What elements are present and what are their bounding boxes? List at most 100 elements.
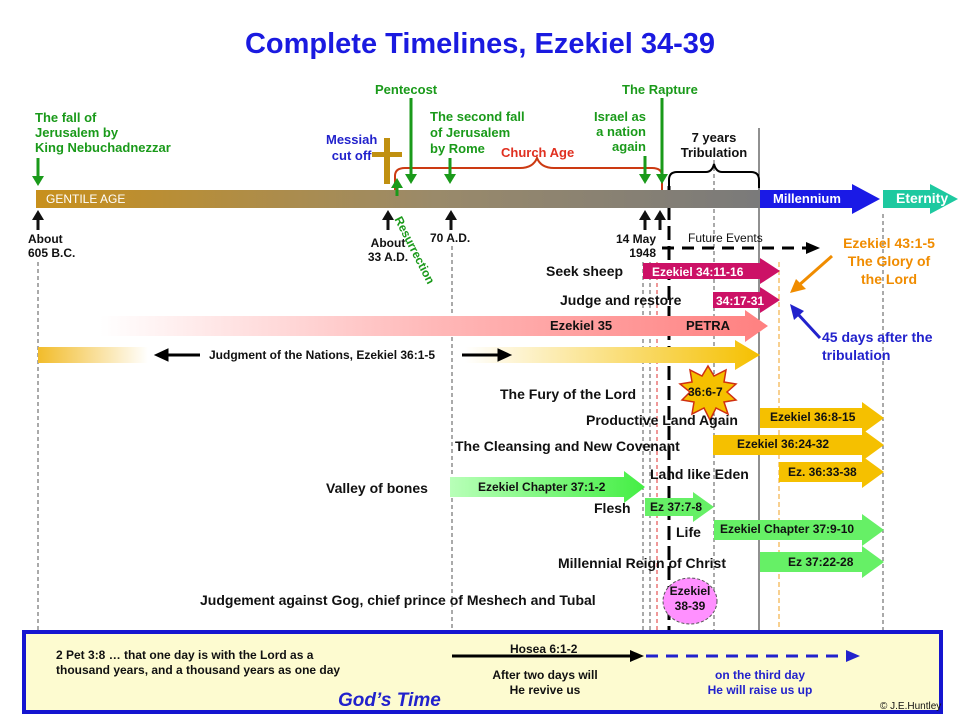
israel-nation-line-3: again <box>612 139 646 154</box>
reign-label: Millennial Reign of Christ <box>558 555 727 571</box>
israel-nation-line-2: a nation <box>596 124 646 139</box>
reign-ref: Ez 37:22-28 <box>788 555 854 569</box>
cleansing-ref: Ezekiel 36:24-32 <box>737 437 830 451</box>
life-ref: Ezekiel Chapter 37:9-10 <box>720 522 855 536</box>
ezekiel-43-label: Ezekiel 43:1-5 The Glory of the Lord <box>826 234 952 288</box>
second-fall-line-1: The second fall <box>430 109 525 124</box>
hosea-label: Hosea 6:1-2 <box>510 642 578 656</box>
fall-jerusalem-label: The fall of Jerusalem by King Nebuchadne… <box>35 110 171 155</box>
about-33-line-1: About <box>370 236 406 250</box>
green-arrows <box>32 98 668 196</box>
glory-pointer <box>790 254 833 293</box>
church-age-brace <box>394 155 663 190</box>
judge-restore-arrow <box>713 287 780 313</box>
flesh-ref: Ez 37:7-8 <box>650 500 703 514</box>
second-fall-line-2: of Jerusalem <box>430 125 511 140</box>
two-days-line-2: He revive us <box>509 683 581 697</box>
eden-arrow <box>779 456 884 488</box>
bones-arrow <box>450 471 645 503</box>
fury-starburst <box>678 364 738 422</box>
eternity-arrow <box>883 184 958 214</box>
productive-ref: Ezekiel 36:8-15 <box>770 410 856 424</box>
life-label: Life <box>676 524 701 540</box>
days-45-line-1: 45 days after the <box>822 329 933 345</box>
ezekiel-43-line-3: the Lord <box>861 271 917 287</box>
messiah-line-1: Messiah <box>326 132 378 147</box>
about-33-label: About 33 A.D. <box>366 236 410 264</box>
about-33-line-2: 33 A.D. <box>367 250 409 264</box>
gog-ref-line-1: Ezekiel <box>669 584 711 598</box>
israel-nation-line-1: Israel as <box>593 109 646 124</box>
millennium-arrow <box>760 184 880 214</box>
nations-bar-left <box>38 347 148 363</box>
ezekiel-35-arrow <box>100 310 768 342</box>
tribulation-label: 7 years Tribulation <box>676 130 752 160</box>
guide-lines <box>37 160 884 632</box>
seek-sheep-label: Seek sheep <box>546 263 624 279</box>
ad70-label: 70 A.D. <box>430 231 471 245</box>
days-45-label: 45 days after the tribulation <box>822 328 933 364</box>
cleansing-arrow <box>713 429 884 461</box>
gog-circle <box>662 577 718 625</box>
days-45-pointer <box>790 304 822 340</box>
may1948-line-2: 1948 <box>629 246 656 260</box>
fall-jerusalem-line-3: King Nebuchadnezzar <box>35 140 171 155</box>
may1948-label: 14 May 1948 <box>608 232 656 260</box>
cross-icon <box>372 138 402 184</box>
judge-restore-label: Judge and restore <box>560 292 682 308</box>
nations-double-arrow <box>153 348 513 362</box>
pet-verse-line-2: thousand years, and a thousand years as … <box>56 663 341 677</box>
gentile-age-label: GENTILE AGE <box>46 192 126 206</box>
flesh-arrow <box>645 492 714 522</box>
reign-arrow <box>760 546 884 578</box>
church-age-label: Church Age <box>501 145 575 160</box>
fury-label: The Fury of the Lord <box>500 386 637 402</box>
tribulation-line-2: Tribulation <box>680 145 748 160</box>
gentile-age-bar <box>36 190 760 208</box>
israel-nation-label: Israel as a nation again <box>588 109 646 154</box>
pet-verse: 2 Pet 3:8 … that one day is with the Lor… <box>56 648 340 678</box>
cleansing-label: The Cleansing and New Covenant <box>455 438 680 454</box>
fall-jerusalem-line-2: Jerusalem by <box>35 125 119 140</box>
eden-label: Land like Eden <box>650 466 749 482</box>
may1948-line-1: 14 May <box>615 232 656 246</box>
eden-ref: Ez. 36:33-38 <box>788 465 857 479</box>
seek-sheep-arrow <box>643 258 780 284</box>
flesh-label: Flesh <box>594 500 631 516</box>
productive-arrow <box>760 402 884 434</box>
fury-ref: 36:6-7 <box>688 385 723 399</box>
nations-arrow-right <box>465 340 760 370</box>
future-events-label: Future Events <box>688 231 763 245</box>
two-days-label: After two days will He revive us <box>480 668 610 698</box>
ezekiel-43-line-2: The Glory of <box>847 253 931 269</box>
third-day-label: on the third day He will raise us up <box>690 668 830 698</box>
third-day-line-1: on the third day <box>715 668 805 682</box>
third-day-line-2: He will raise us up <box>707 683 813 697</box>
page-title: Complete Timelines, Ezekiel 34-39 <box>244 28 716 60</box>
fall-jerusalem-line-1: The fall of <box>35 110 97 125</box>
copyright-label: © J.E.Huntley <box>880 701 942 712</box>
pet-verse-line-1: 2 Pet 3:8 … that one day is with the Lor… <box>56 648 314 662</box>
second-fall-line-3: by Rome <box>430 141 485 156</box>
bones-ref: Ezekiel Chapter 37:1-2 <box>478 480 606 494</box>
about-605-label: About 605 B.C. <box>28 232 75 260</box>
gog-label: Judgement against Gog, chief prince of M… <box>200 592 596 608</box>
pentecost-label: Pentecost <box>375 82 438 97</box>
gods-time-box <box>22 630 943 714</box>
judge-restore-ref: 34:17-31 <box>716 294 765 308</box>
ezekiel-43-line-1: Ezekiel 43:1-5 <box>843 235 935 251</box>
days-45-line-2: tribulation <box>822 347 891 363</box>
second-fall-label: The second fall of Jerusalem by Rome <box>430 109 525 157</box>
seek-sheep-ref: Ezekiel 34:11-16 <box>652 265 744 279</box>
messiah-line-2: cut off <box>331 148 372 163</box>
petra-label: PETRA <box>686 318 731 333</box>
productive-label: Productive Land Again <box>586 412 738 428</box>
eternity-label: Eternity <box>896 190 949 206</box>
life-arrow <box>714 514 884 546</box>
tribulation-line-1: 7 years <box>691 130 737 145</box>
gog-ref: Ezekiel 38-39 <box>663 584 717 614</box>
tribulation-brace <box>668 163 760 188</box>
ezekiel-35-label: Ezekiel 35 <box>550 318 613 333</box>
gods-time-label: God’s Time <box>338 690 441 711</box>
rapture-label: The Rapture <box>622 82 698 97</box>
